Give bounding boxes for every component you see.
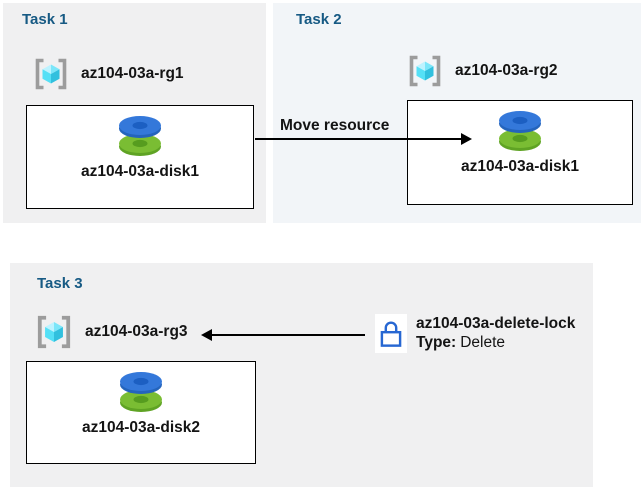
task1-disk-label: az104-03a-disk1 [80, 163, 200, 180]
disk-icon [120, 372, 162, 412]
task2-rg-label: az104-03a-rg2 [455, 62, 558, 79]
task1-rg-label: az104-03a-rg1 [81, 65, 184, 82]
lock-name: az104-03a-delete-lock [416, 315, 576, 332]
lock-arrowhead-icon [201, 329, 212, 341]
delete-lock-group: az104-03a-delete-lock Type:Delete [375, 314, 575, 353]
lock-type-value: Delete [460, 334, 506, 351]
lock-icon [380, 321, 402, 347]
resource-group-icon [37, 315, 71, 349]
lock-arrow-line [210, 334, 365, 336]
task1-panel: Task 1 az104-03a-rg1 az104-03a-disk [3, 3, 266, 223]
move-arrowhead-icon [461, 133, 472, 145]
task2-panel: Task 2 az104-03a-rg2 az104-03a-disk [273, 3, 641, 223]
disk-icon [119, 116, 161, 156]
resource-group-icon [409, 55, 441, 87]
task3-resource-box: az104-03a-disk2 [26, 361, 256, 464]
move-arrow-line [255, 138, 463, 140]
task3-rg-label: az104-03a-rg3 [85, 323, 188, 340]
disk-icon [499, 111, 541, 151]
task1-resource-box: az104-03a-disk1 [26, 105, 254, 209]
resource-group-icon [35, 58, 67, 90]
task2-resource-group: az104-03a-rg2 [406, 52, 558, 90]
task1-title: Task 1 [22, 11, 68, 28]
task2-resource-box: az104-03a-disk1 [407, 100, 633, 205]
lock-icon-box [375, 314, 407, 353]
lock-type-line: Type:Delete [416, 333, 575, 352]
task2-title: Task 2 [296, 11, 342, 28]
move-resource-label: Move resource [280, 117, 390, 134]
lock-text: az104-03a-delete-lock Type:Delete [416, 314, 575, 352]
task2-disk-label: az104-03a-disk1 [460, 158, 580, 175]
task3-panel: Task 3 az104-03a-rg3 az104-03a-disk [10, 263, 593, 487]
lock-type-label: Type: [416, 334, 457, 351]
task3-disk-label: az104-03a-disk2 [81, 419, 201, 436]
task3-resource-group: az104-03a-rg3 [34, 312, 188, 352]
task1-resource-group: az104-03a-rg1 [32, 55, 184, 93]
task3-title: Task 3 [37, 275, 83, 292]
